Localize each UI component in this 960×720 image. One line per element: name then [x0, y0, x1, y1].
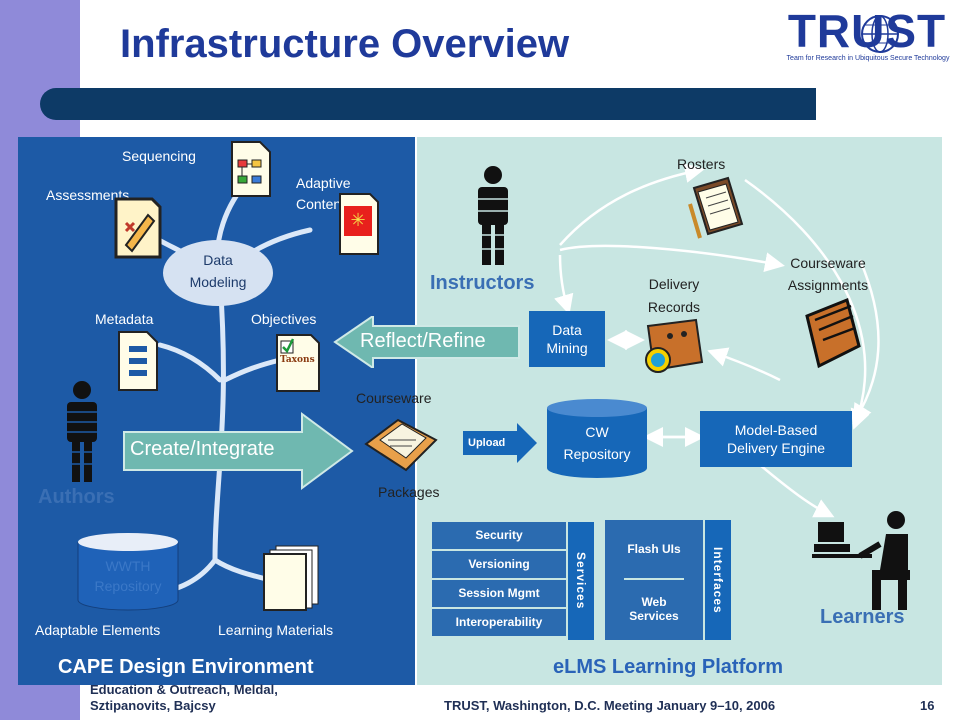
model-based-label-2: Delivery Engine [726, 440, 826, 456]
cape-caption: CAPE Design Environment [58, 656, 314, 678]
service-security[interactable]: Security [432, 522, 566, 551]
adaptive-content-document-icon: ✳ [339, 193, 379, 255]
wwth-repository-cylinder [77, 533, 179, 611]
title-underline-bar [40, 88, 816, 120]
upload-arrow[interactable] [461, 423, 539, 463]
delivery-records-label-2: Records [647, 299, 701, 315]
globe-icon [861, 15, 899, 53]
model-based-delivery-engine-box[interactable]: Model-Based Delivery Engine [700, 411, 852, 467]
trust-logo-tagline: Team for Research in Ubiquitous Secure T… [786, 55, 950, 62]
data-mining-label-1: Data [552, 321, 582, 338]
rosters-clipboard-icon [688, 176, 744, 239]
learners-label: Learners [820, 606, 905, 628]
courseware-packages-icon [364, 418, 438, 472]
courseware-assignments-label-2: Assignments [787, 277, 869, 293]
interface-web-services[interactable]: Web Services [629, 595, 679, 623]
reflect-refine-arrow[interactable] [333, 316, 521, 368]
cw-repository-label-1: CW [585, 424, 609, 440]
service-versioning[interactable]: Versioning [432, 551, 566, 580]
interface-flash-uis[interactable]: Flash UIs [624, 520, 684, 580]
footer-authors-line-2: Sztipanovits, Bajcsy [90, 698, 216, 713]
cw-repository-cylinder [547, 399, 647, 478]
objectives-document-icon [276, 334, 320, 392]
objectives-label: Objectives [251, 311, 317, 327]
footer-authors-line-1: Education & Outreach, Meldal, [90, 682, 278, 697]
taxons-label: Taxons [280, 355, 315, 365]
learning-materials-label: Learning Materials [218, 622, 334, 638]
cw-repository-label-2: Repository [563, 446, 631, 462]
courseware-label: Courseware [356, 390, 432, 406]
footer-page-number: 16 [920, 698, 935, 713]
learner-at-computer-icon [812, 511, 910, 610]
elms-caption: eLMS Learning Platform [553, 656, 784, 678]
authors-label: Authors [38, 486, 115, 508]
assessments-label: Assessments [46, 187, 130, 203]
sequencing-label: Sequencing [122, 148, 196, 164]
create-integrate-arrow[interactable] [122, 412, 354, 490]
courseware-assignments-label-1: Courseware [790, 255, 866, 271]
slide-title: Infrastructure Overview [120, 22, 570, 66]
adaptable-elements-label: Adaptable Elements [35, 622, 161, 638]
metadata-label: Metadata [95, 311, 154, 327]
learning-materials-documents-icon [263, 545, 319, 611]
model-based-label-1: Model-Based [734, 421, 818, 438]
services-label: Services [568, 522, 594, 640]
data-modeling-label-1: Data [203, 252, 233, 268]
packages-label: Packages [378, 484, 440, 500]
svg-text:✳: ✳ [350, 210, 365, 231]
author-figure-icon [67, 381, 97, 482]
instructors-label: Instructors [430, 272, 535, 294]
interfaces-stack: Flash UIs Web Services [605, 520, 703, 640]
courseware-assignments-files-icon [805, 297, 861, 369]
reflect-refine-label: Reflect/Refine [360, 330, 486, 352]
metadata-document-icon [118, 331, 158, 391]
sequencing-document-icon [231, 141, 271, 197]
assessments-document-icon [114, 197, 162, 259]
instructor-figure-icon [478, 166, 508, 265]
data-mining-box[interactable]: Data Mining [529, 311, 605, 367]
interfaces-label: Interfaces [705, 520, 731, 640]
service-interoperability[interactable]: Interoperability [432, 609, 566, 638]
create-integrate-label: Create/Integrate [130, 438, 275, 460]
data-modeling-node [163, 240, 273, 306]
rosters-label: Rosters [677, 156, 726, 172]
trust-logo: TRUST [787, 5, 947, 57]
footer-meeting: TRUST, Washington, D.C. Meeting January … [444, 698, 776, 713]
service-session-mgmt[interactable]: Session Mgmt [432, 580, 566, 609]
delivery-records-label-1: Delivery [648, 276, 700, 292]
wwth-label-2: Repository [94, 578, 162, 594]
data-mining-label-2: Mining [546, 340, 588, 356]
wwth-label-1: WWTH [105, 558, 151, 574]
adaptive-content-label-1: Adaptive [296, 175, 351, 191]
delivery-records-folder-icon [645, 318, 704, 373]
services-stack: Security Versioning Session Mgmt Interop… [432, 522, 566, 638]
upload-label: Upload [468, 437, 506, 449]
data-modeling-label-2: Modeling [189, 274, 247, 290]
adaptive-content-label-2: Content [296, 196, 346, 212]
